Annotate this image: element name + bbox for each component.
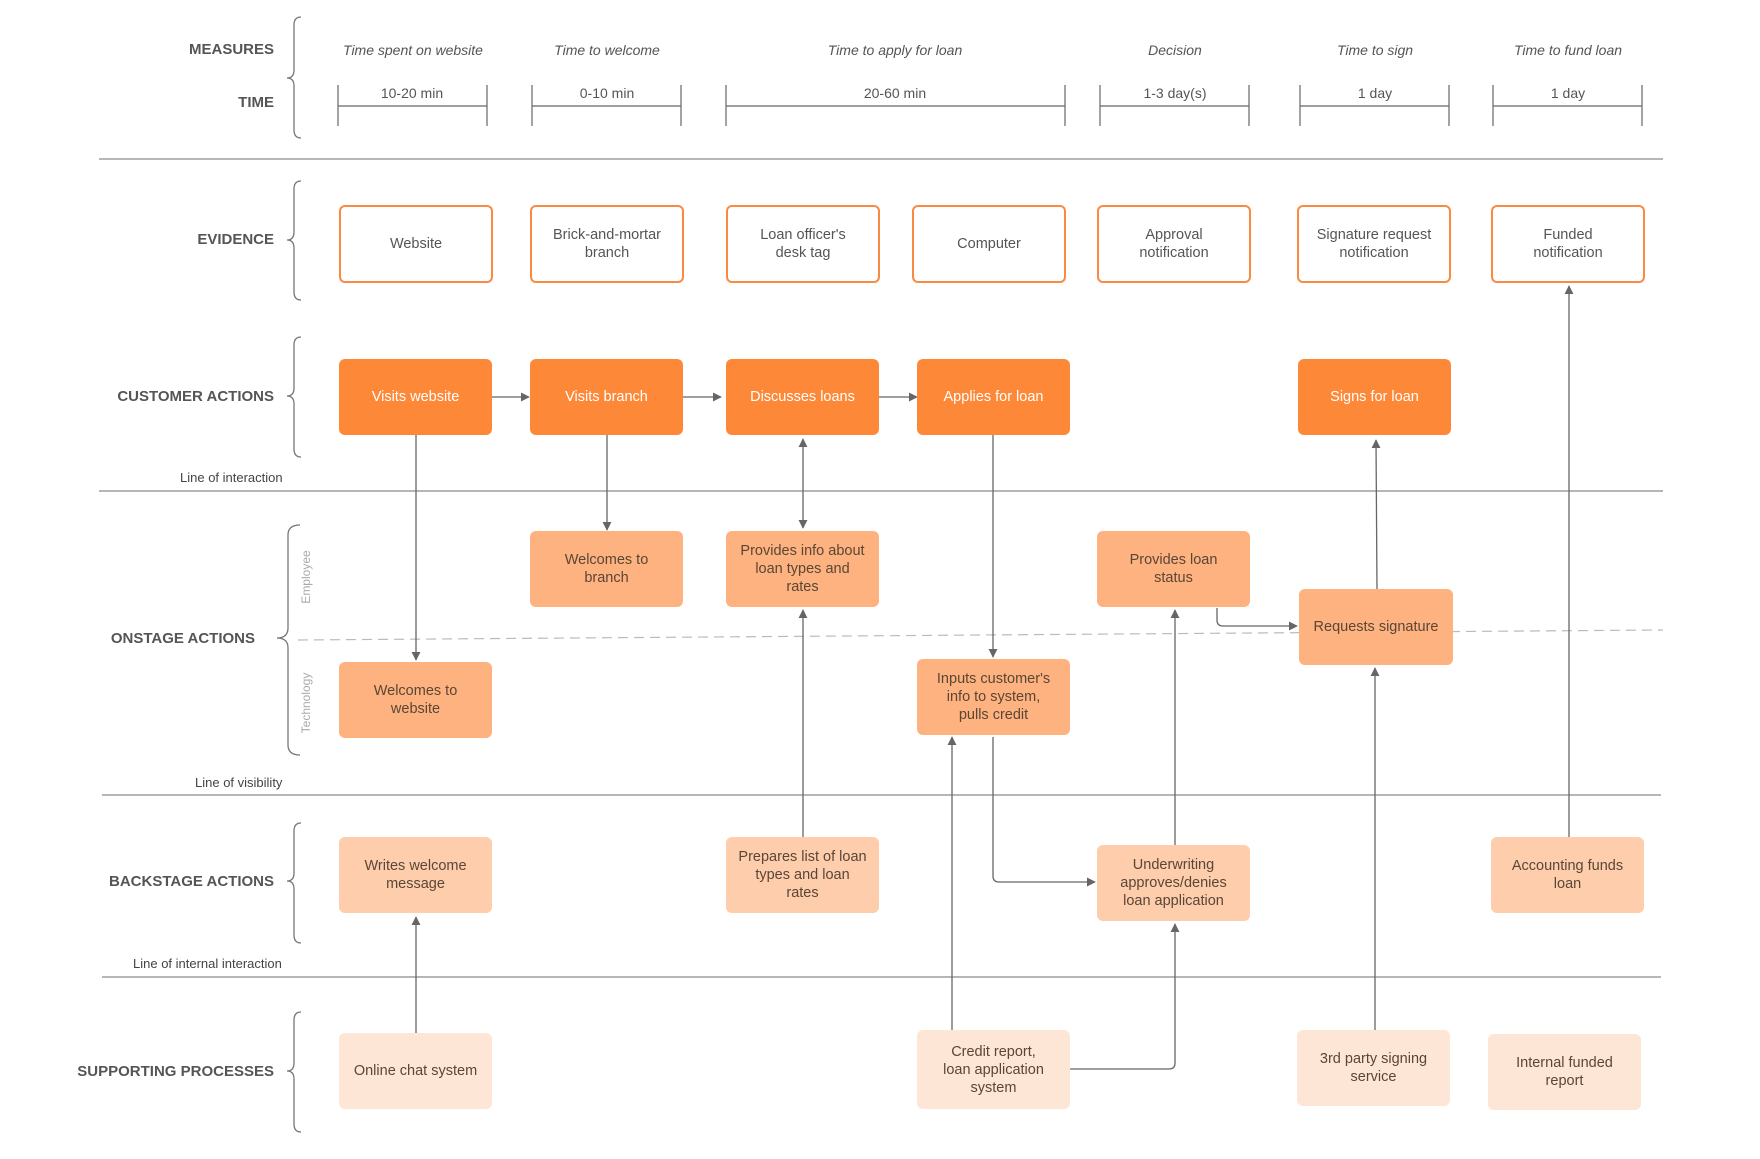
box-label: Approval notification (1139, 227, 1209, 261)
box-label: Credit report, loan application system (943, 1043, 1044, 1096)
onstage-welcomes-to-website: Welcomes to website (339, 662, 492, 738)
box-label: Website (389, 236, 443, 252)
box-label: Underwriting approves/denies loan applic… (1120, 857, 1227, 909)
box-label: Welcomes to website (373, 683, 458, 717)
time-value: 1 day (1357, 85, 1393, 101)
row-label-supporting-processes: SUPPORTING PROCESSES (77, 1063, 274, 1080)
row-label-backstage-actions: BACKSTAGE ACTIONS (109, 873, 274, 890)
box-label: Funded notification (1533, 227, 1603, 261)
evidence-signature-request: Signature request notification (1297, 205, 1451, 283)
lane-divider (297, 629, 1664, 641)
arrow-status-to-request (1216, 608, 1298, 631)
time-value: 1 day (1550, 85, 1586, 101)
arrow-credit-to-underwriting (1069, 923, 1180, 1070)
row-label-evidence: EVIDENCE (197, 231, 274, 248)
measure-label: Time to sign (1336, 42, 1414, 58)
brace-customer (286, 336, 302, 458)
customer-applies-for-loan: Applies for loan (917, 359, 1070, 435)
time-bracket-4 (1099, 85, 1250, 126)
support-internal-funded-report: Internal funded report (1488, 1034, 1641, 1110)
backstage-underwriting: Underwriting approves/denies loan applic… (1097, 845, 1250, 921)
backstage-writes-welcome: Writes welcome message (339, 837, 492, 913)
time-bracket-3 (725, 85, 1066, 126)
time-bracket-2 (531, 85, 682, 126)
onstage-welcomes-to-branch: Welcomes to branch (530, 531, 683, 607)
onstage-requests-signature: Requests signature (1299, 589, 1453, 665)
brace-backstage (286, 822, 302, 944)
row-label-onstage-actions: ONSTAGE ACTIONS (110, 630, 255, 647)
box-label: Accounting funds loan (1511, 858, 1624, 892)
measure-label: Time to apply for loan (827, 42, 963, 58)
box-label: Online chat system (353, 1063, 478, 1079)
box-label: Writes welcome message (364, 858, 467, 892)
box-label: Inputs customer's info to system, pulls … (936, 671, 1051, 723)
measure-label: Time spent on website (343, 42, 483, 58)
box-label: Loan officer's desk tag (760, 227, 846, 261)
box-label: Provides loan status (1129, 552, 1218, 586)
box-label: Prepares list of loan types and loan rat… (738, 849, 867, 901)
brace-evidence (286, 180, 302, 301)
box-label: Brick-and-mortar branch (553, 227, 661, 261)
time-value: 0-10 min (579, 85, 635, 101)
arrow-inputs-to-underwriting (992, 737, 1096, 887)
evidence-desk-tag: Loan officer's desk tag (726, 205, 880, 283)
row-label-time: TIME (238, 94, 274, 111)
customer-signs-for-loan: Signs for loan (1298, 359, 1451, 435)
lane-label-employee: Employee (299, 550, 313, 604)
evidence-funded: Funded notification (1491, 205, 1645, 283)
customer-discusses-loans: Discusses loans (726, 359, 879, 435)
label-line-of-internal-interaction: Line of internal interaction (133, 956, 282, 971)
box-label: Provides info about loan types and rates (740, 543, 865, 595)
brace-onstage (276, 524, 301, 756)
onstage-inputs-customer-info: Inputs customer's info to system, pulls … (917, 659, 1070, 735)
customer-visits-website: Visits website (339, 359, 492, 435)
row-label-measures: MEASURES (188, 41, 274, 58)
row-label-customer-actions: CUSTOMER ACTIONS (117, 388, 274, 405)
time-bracket-1 (337, 85, 488, 126)
measure-label: Decision (1148, 42, 1202, 58)
time-value: 1-3 day(s) (1143, 85, 1207, 101)
time-bracket-6 (1492, 85, 1643, 126)
customer-visits-branch: Visits branch (530, 359, 683, 435)
support-credit-report: Credit report, loan application system (917, 1030, 1070, 1109)
brace-support (286, 1011, 302, 1133)
measure-label: Time to welcome (554, 42, 660, 58)
box-label: Signs for loan (1330, 389, 1419, 405)
brace-measures (286, 16, 302, 139)
backstage-prepares-list: Prepares list of loan types and loan rat… (726, 837, 879, 913)
box-label: Applies for loan (943, 389, 1044, 405)
backstage-accounting-funds: Accounting funds loan (1491, 837, 1644, 913)
time-bracket-5 (1299, 85, 1450, 126)
box-label: Discusses loans (750, 389, 855, 405)
box-label: Signature request notification (1316, 227, 1432, 261)
arrow-request-to-sign (1371, 439, 1381, 590)
box-label: Visits branch (565, 389, 648, 405)
box-label: 3rd party signing service (1319, 1051, 1428, 1085)
onstage-provides-loan-info: Provides info about loan types and rates (726, 531, 879, 607)
label-line-of-interaction: Line of interaction (180, 470, 283, 485)
box-label: Requests signature (1313, 619, 1439, 635)
support-signing-service: 3rd party signing service (1297, 1030, 1450, 1106)
onstage-provides-loan-status: Provides loan status (1097, 531, 1250, 607)
evidence-website: Website (339, 205, 493, 283)
label-line-of-visibility: Line of visibility (195, 775, 283, 790)
box-label: Computer (957, 236, 1021, 252)
box-label: Internal funded report (1516, 1055, 1613, 1089)
time-value: 10-20 min (380, 85, 444, 101)
measure-label: Time to fund loan (1513, 42, 1623, 58)
evidence-branch: Brick-and-mortar branch (530, 205, 684, 283)
box-label: Visits website (371, 389, 460, 405)
time-value: 20-60 min (863, 85, 927, 101)
evidence-approval: Approval notification (1097, 205, 1251, 283)
lane-label-technology: Technology (299, 672, 313, 734)
support-online-chat: Online chat system (339, 1033, 492, 1109)
evidence-computer: Computer (912, 205, 1066, 283)
box-label: Welcomes to branch (564, 552, 649, 586)
